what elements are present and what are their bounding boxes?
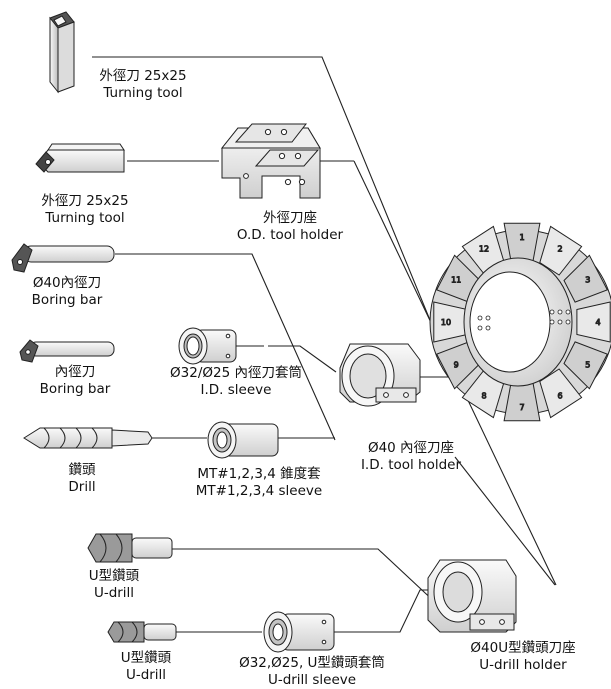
- turret-station: [563, 254, 609, 303]
- label-id-holder-zh: Ø40 內徑刀座: [367, 440, 455, 456]
- line-id-holder-to-udrill: [454, 456, 556, 586]
- label-drill-zh: 鑽頭: [68, 462, 96, 478]
- turret-station: [563, 341, 609, 390]
- turret-station-number: 5: [585, 361, 590, 370]
- line-u-drill-sleeve: [300, 589, 430, 633]
- id-tool-holder: [339, 343, 421, 407]
- label-mt-sleeve: MT#1,2,3,4 錐度套 MT#1,2,3,4 sleeve: [174, 466, 344, 500]
- u-drill-2: [107, 621, 177, 643]
- label-mt-sleeve-zh: MT#1,2,3,4 錐度套: [197, 466, 321, 482]
- od-tool-holder: [220, 123, 321, 199]
- u-drill-sleeve: [263, 611, 335, 653]
- label-boring-bar-40-zh: Ø40內徑刀: [32, 275, 102, 291]
- label-id-holder: Ø40 內徑刀座 I.D. tool holder: [346, 440, 476, 474]
- label-od-holder: 外徑刀座 O.D. tool holder: [220, 210, 360, 244]
- line-u-drill-1: [172, 548, 439, 606]
- label-u-drill-1-zh: U型鑽頭: [88, 568, 140, 584]
- label-id-holder-en: I.D. tool holder: [360, 457, 462, 473]
- label-boring-bar-en: Boring bar: [39, 381, 111, 397]
- label-boring-bar-zh: 內徑刀: [54, 364, 96, 380]
- turret-station-number: 8: [481, 392, 486, 401]
- turning-tool-horizontal: [35, 143, 125, 173]
- label-u-drill-sleeve-en: U-drill sleeve: [267, 672, 357, 688]
- label-od-tool-2-zh: 外徑刀 25x25: [41, 193, 129, 209]
- label-u-drill-sleeve: Ø32,Ø25, U型鑽頭套筒 U-drill sleeve: [212, 655, 412, 689]
- label-u-drill-sleeve-zh: Ø32,Ø25, U型鑽頭套筒: [239, 655, 385, 671]
- line-boring-bar-40: [115, 253, 336, 441]
- label-mt-sleeve-en: MT#1,2,3,4 sleeve: [195, 483, 323, 499]
- turret-station-number: 9: [454, 361, 459, 370]
- label-u-drill-holder-en: U-drill holder: [479, 657, 567, 673]
- label-drill: 鑽頭 Drill: [52, 462, 112, 496]
- label-u-drill-holder-zh: Ø40U型鑽頭刀座: [470, 640, 576, 656]
- label-u-drill-2-en: U-drill: [125, 667, 167, 683]
- u-drill-1: [87, 533, 173, 563]
- label-drill-en: Drill: [68, 479, 96, 495]
- u-drill-holder: [427, 559, 517, 633]
- label-boring-bar-40-en: Boring bar: [31, 292, 103, 308]
- label-od-tool-1-zh: 外徑刀 25x25: [99, 68, 187, 84]
- id-sleeve: [178, 327, 237, 365]
- label-u-drill-holder: Ø40U型鑽頭刀座 U-drill holder: [448, 640, 598, 674]
- label-boring-bar: 內徑刀 Boring bar: [20, 364, 130, 398]
- drill: [23, 427, 153, 449]
- boring-bar: [19, 339, 115, 363]
- turret-station-number: 10: [441, 318, 451, 327]
- label-boring-bar-40: Ø40內徑刀 Boring bar: [12, 275, 122, 309]
- label-u-drill-2: U型鑽頭 U-drill: [106, 650, 186, 684]
- turret-station-number: 11: [451, 275, 461, 284]
- label-u-drill-1: U型鑽頭 U-drill: [74, 568, 154, 602]
- label-od-tool-1: 外徑刀 25x25 Turning tool: [88, 68, 198, 102]
- boring-bar-40: [11, 243, 115, 273]
- label-od-tool-2: 外徑刀 25x25 Turning tool: [20, 193, 150, 227]
- label-od-holder-en: O.D. tool holder: [236, 227, 344, 243]
- label-od-holder-zh: 外徑刀座: [263, 210, 317, 226]
- turret-station: [576, 301, 611, 343]
- turret-station-number: 12: [479, 244, 489, 253]
- turret-station: [539, 225, 583, 276]
- turret-station-number: 6: [557, 392, 562, 401]
- turret-station-number: 3: [585, 275, 590, 284]
- label-od-tool-2-en: Turning tool: [45, 210, 125, 226]
- mt-sleeve: [207, 421, 279, 459]
- label-od-tool-1-en: Turning tool: [103, 85, 183, 101]
- label-u-drill-1-en: U-drill: [93, 585, 135, 601]
- turning-tool-vertical: [49, 11, 75, 94]
- turret-station-number: 4: [595, 318, 600, 327]
- label-id-sleeve: Ø32/Ø25 內徑刀套筒 I.D. sleeve: [138, 365, 334, 399]
- turret-station-number: 7: [519, 403, 524, 412]
- line-id-holder-in: [268, 345, 337, 373]
- label-id-sleeve-zh: Ø32/Ø25 內徑刀套筒: [170, 365, 302, 381]
- label-u-drill-2-zh: U型鑽頭: [120, 650, 172, 666]
- turret-station-number: 2: [557, 244, 562, 253]
- turret-station-number: 1: [519, 233, 524, 242]
- label-id-sleeve-en: I.D. sleeve: [200, 382, 272, 398]
